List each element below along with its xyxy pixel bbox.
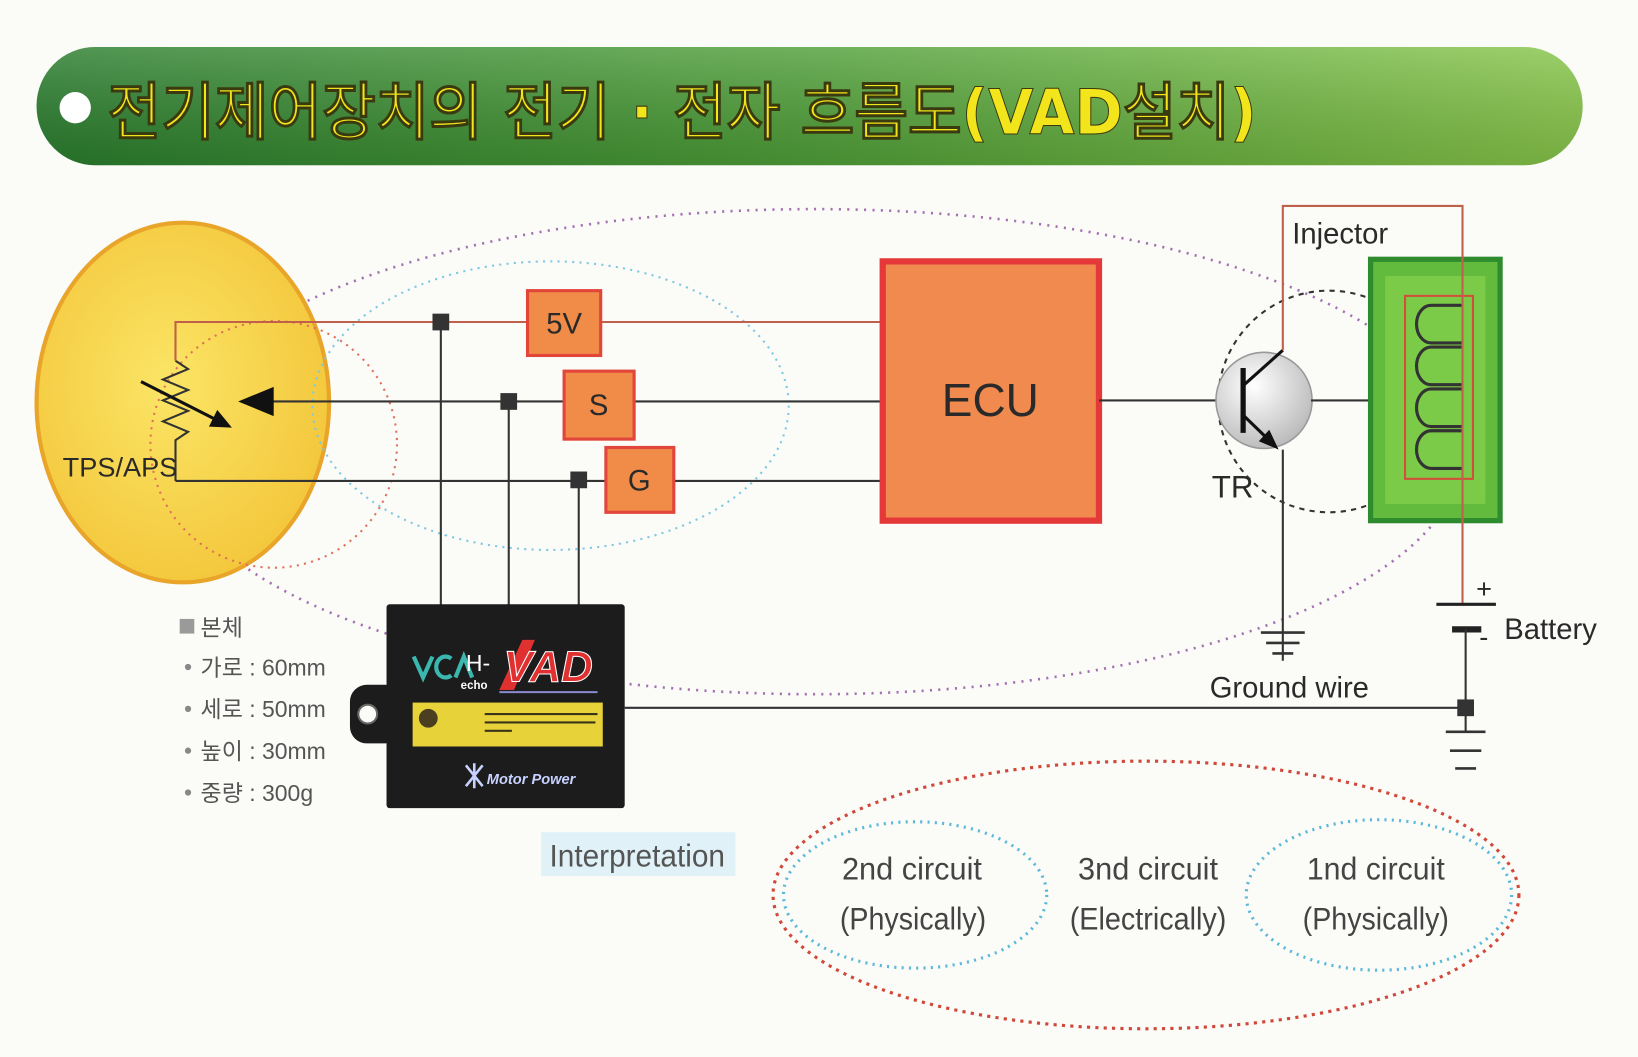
legend-physical-left-boundary — [781, 820, 1049, 970]
legend-physical-right-boundary — [1244, 818, 1514, 972]
spec-list: 본체 가로 : 60mm 세로 : 50mm 높이 : 30mm 중량 : 30… — [179, 615, 326, 806]
spec-item-width: 가로 : 60mm — [201, 654, 326, 680]
vad-maker: Motor Power — [487, 772, 577, 788]
title-banner: 전기제어장치의 전기 · 전자 흐름도(VAD설치) — [36, 47, 1583, 166]
battery-ground-icon — [1445, 730, 1486, 770]
junction-g — [570, 471, 588, 489]
tps-aps-sensor: TPS/APS — [34, 220, 399, 585]
interpretation-label-bg — [541, 832, 736, 877]
ground-wire-label: Ground wire — [1210, 672, 1369, 704]
spec-item-weight: 중량 : 300g — [201, 780, 314, 806]
spec-bullet-icon — [184, 789, 192, 796]
title-banner-shade — [36, 47, 1583, 166]
circuit-3nd-type: (Electrically) — [1070, 901, 1227, 936]
transistor-label: TR — [1212, 470, 1254, 505]
title-bullet-icon — [59, 92, 91, 124]
injector: Injector — [1292, 219, 1503, 524]
junction-5v — [432, 313, 450, 331]
supply-5v-wire — [174, 320, 881, 361]
signal-box-s: S — [562, 369, 636, 441]
circuit-1nd-name: 1nd circuit — [1307, 851, 1445, 886]
signal-box-5v: 5V — [525, 289, 603, 358]
injector-coil-frame — [1404, 294, 1474, 480]
signal-box-g-label: G — [628, 465, 651, 497]
signal-box-5v-label: 5V — [546, 309, 582, 341]
circuit-2nd-name: 2nd circuit — [842, 851, 982, 886]
legend-electrical-boundary — [771, 759, 1521, 1031]
signal-box-s-label: S — [589, 390, 609, 422]
vad-brand-sub: echo — [461, 680, 488, 692]
potentiometer-wiper-line — [140, 380, 216, 421]
motor-power-logo-icon — [464, 763, 484, 789]
junction-battery-ground — [1457, 699, 1474, 717]
circuit-2nd-type: (Physically) — [840, 901, 986, 936]
vad-mount-hole — [357, 703, 379, 725]
vad-logo: VAD — [504, 643, 593, 692]
ecu: ECU — [879, 258, 1103, 524]
vad-logo-swoosh-icon — [499, 639, 535, 691]
vad-device: H- echo VAD Motor Power — [349, 604, 625, 809]
spec-heading-square-icon — [179, 618, 195, 634]
sensor-label: TPS/APS — [63, 452, 178, 483]
transistor-emitter-arrow-icon — [1258, 429, 1279, 450]
vad-label-sticker — [412, 702, 603, 747]
battery-minus-sign: - — [1479, 621, 1488, 652]
signal-box-s-bg — [562, 369, 636, 441]
vad-label-fine-print — [484, 713, 598, 732]
signal-box-5v-bg — [525, 289, 603, 358]
battery-label: Battery — [1504, 614, 1597, 646]
signal-arrow-icon — [238, 386, 274, 417]
interpretation-label: Interpretation — [549, 839, 725, 874]
battery-plus-sign: + — [1476, 573, 1492, 604]
ecu-label: ECU — [942, 374, 1039, 426]
signal-circuit-boundary — [311, 260, 790, 551]
spec-bullet-icon — [184, 747, 192, 754]
transistor-collector — [1243, 349, 1284, 386]
circuit-legend: 2nd circuit (Physically) 3nd circuit (El… — [771, 759, 1521, 1031]
spec-item-height: 높이 : 30mm — [201, 738, 326, 764]
sensor-circuit-boundary — [149, 319, 399, 569]
potentiometer-resistor — [160, 359, 191, 481]
spec-bullet-icon — [184, 705, 192, 712]
injector-label: Injector — [1292, 219, 1388, 251]
vad-label-dot-icon — [418, 708, 438, 728]
circuit-1nd-type: (Physically) — [1303, 901, 1449, 936]
injector-coil-icon — [1415, 303, 1463, 470]
spec-bullet-icon — [184, 663, 192, 671]
ecu-box — [879, 258, 1103, 524]
signal-box-g-bg — [604, 445, 676, 514]
page-title: 전기제어장치의 전기 · 전자 흐름도(VAD설치) — [108, 76, 1257, 149]
vad-brand-prefix: H- — [466, 650, 490, 676]
spec-heading: 본체 — [201, 615, 243, 641]
junction-s — [500, 393, 518, 410]
circuit-3nd-name: 3nd circuit — [1078, 851, 1218, 886]
battery: + - Battery — [1436, 573, 1597, 732]
spec-item-length: 세로 : 50mm — [201, 696, 326, 722]
potentiometer-wiper-arrow-icon — [208, 409, 232, 428]
tr-ground-icon — [1260, 631, 1305, 661]
battery-supply-wire — [1281, 204, 1464, 605]
outer-circuit-boundary — [165, 207, 1464, 696]
signal-box-g: G — [604, 445, 676, 514]
vca-logo-icon — [411, 650, 475, 683]
